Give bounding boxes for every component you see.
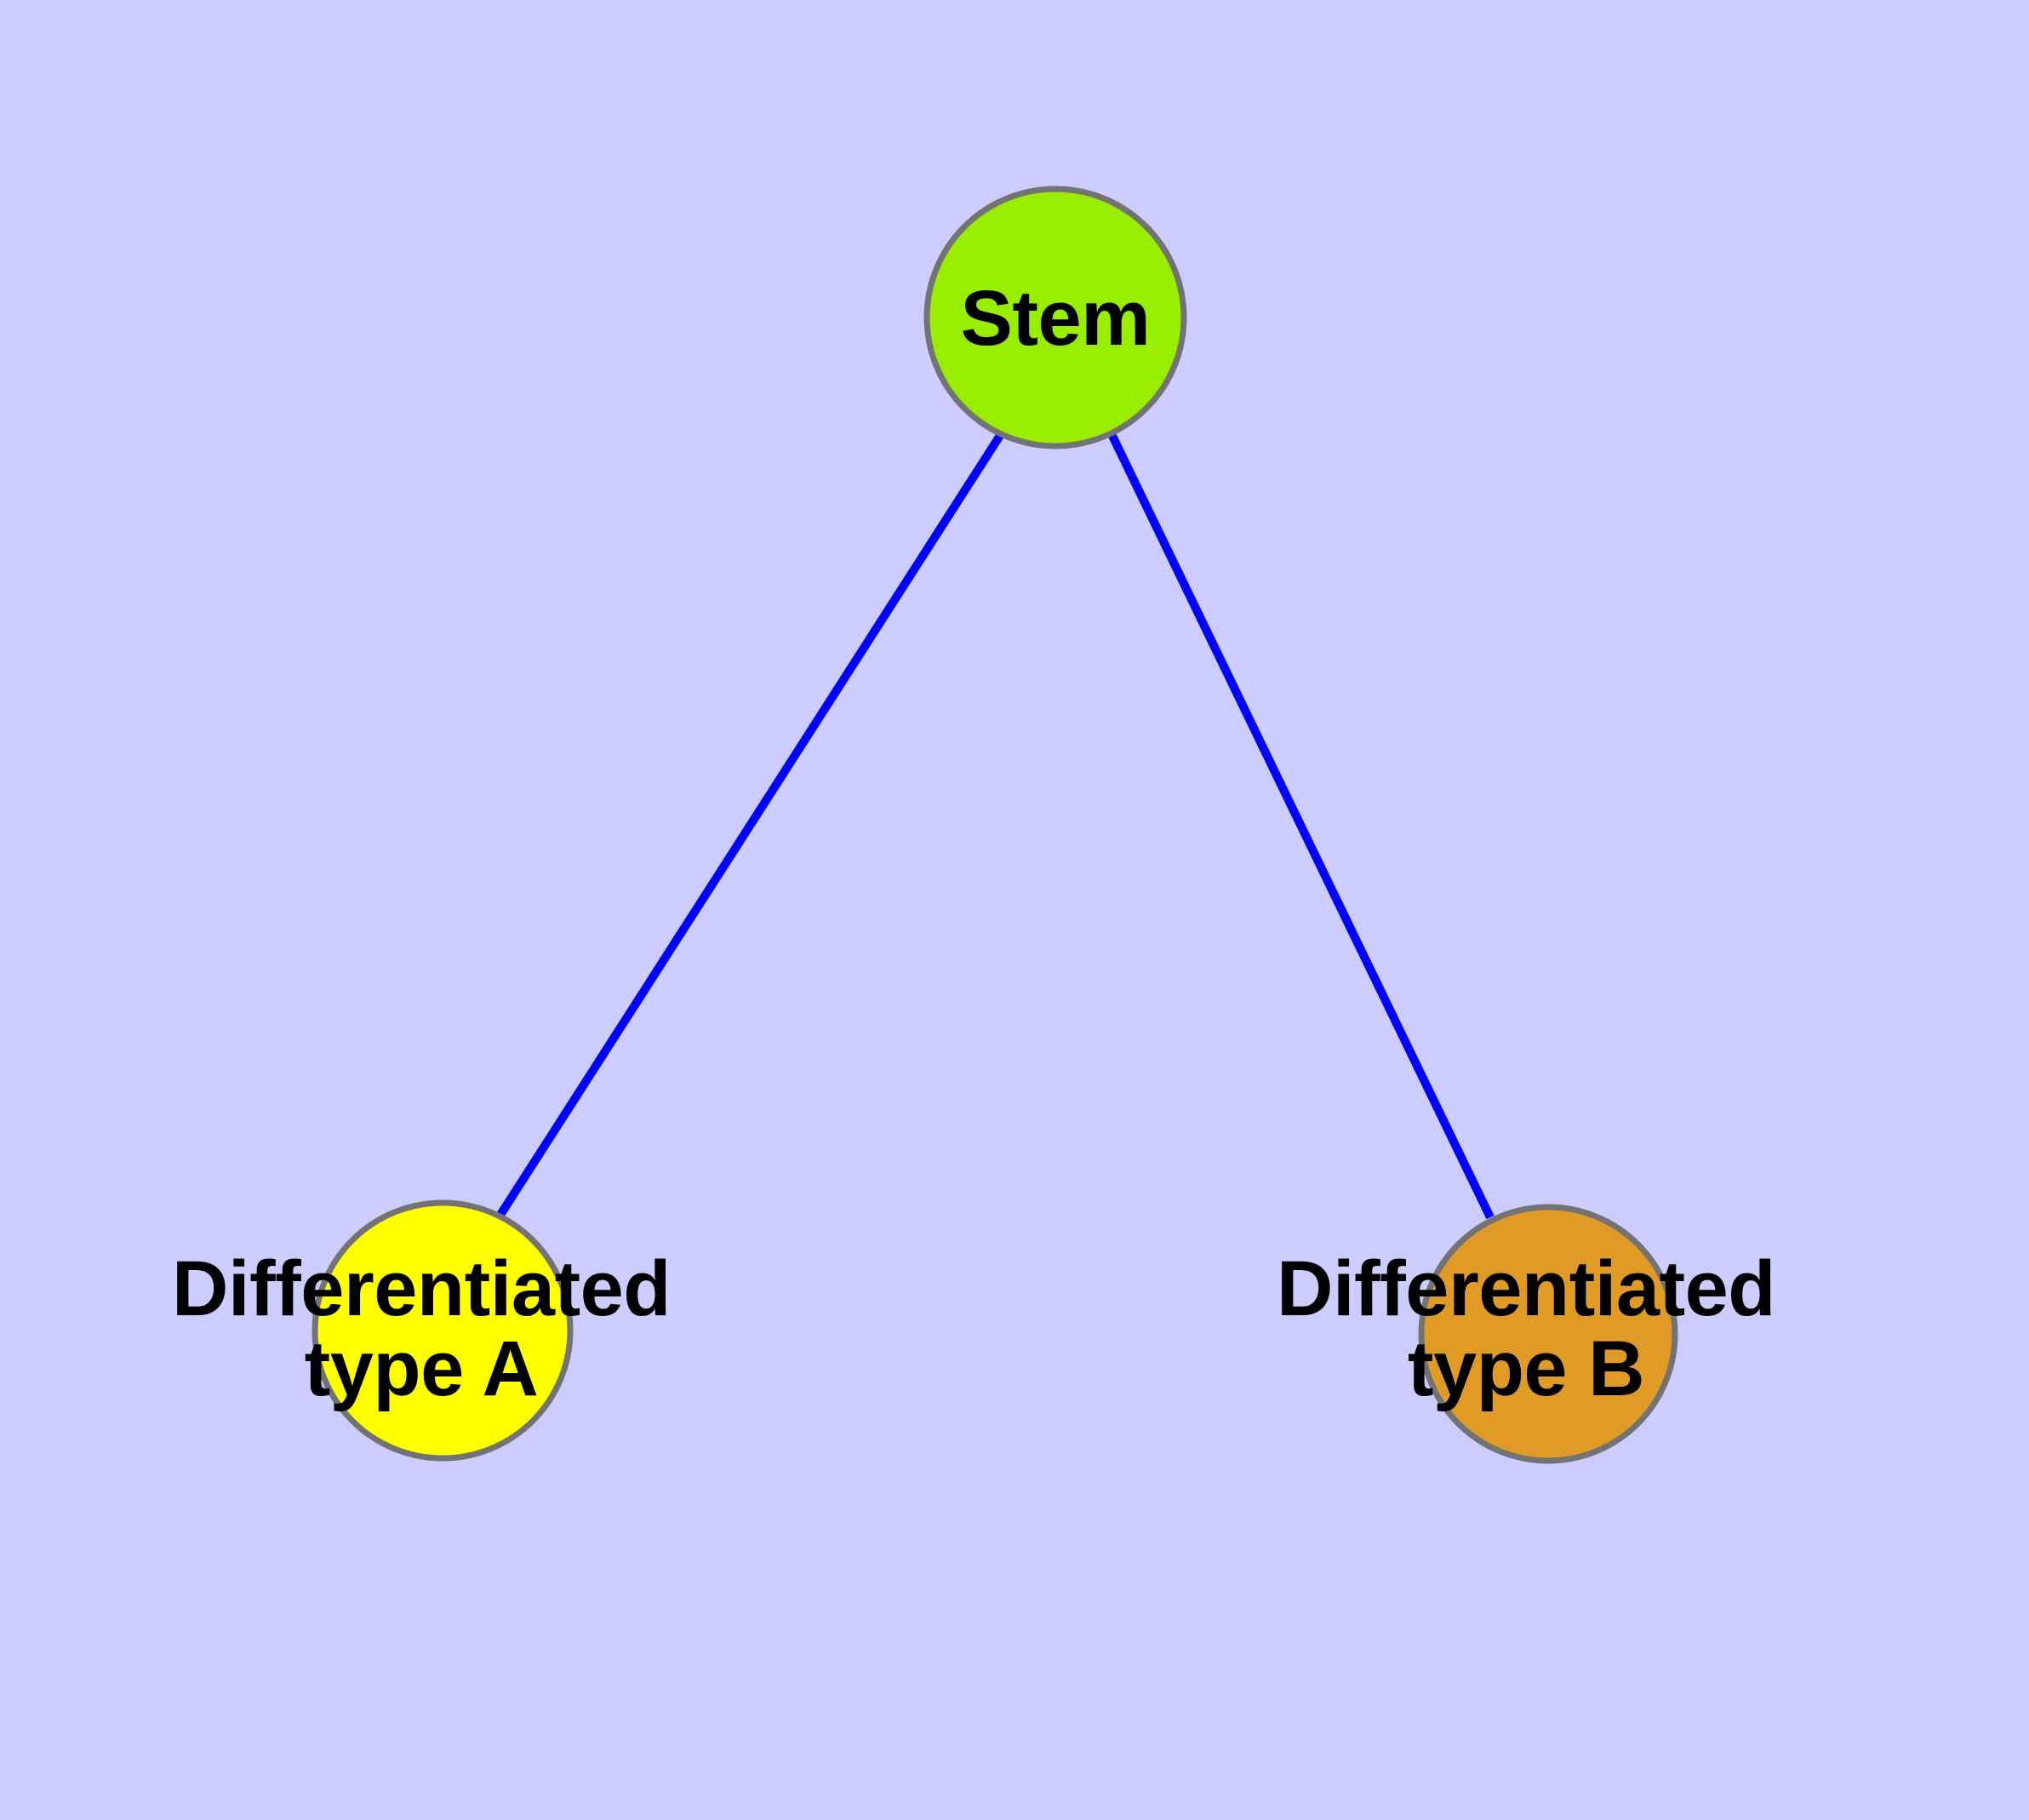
nodes-layer: [311, 186, 1678, 1464]
node-circle-differentiated-type-b[interactable]: [1418, 1204, 1678, 1464]
edge-stem-to-differentiated-type-a[interactable]: [496, 432, 1005, 1217]
node-circle-stem[interactable]: [923, 186, 1187, 449]
node-circle-differentiated-type-a[interactable]: [311, 1199, 574, 1462]
edges-layer: [496, 432, 1495, 1220]
edge-stem-to-differentiated-type-b[interactable]: [1108, 433, 1495, 1220]
